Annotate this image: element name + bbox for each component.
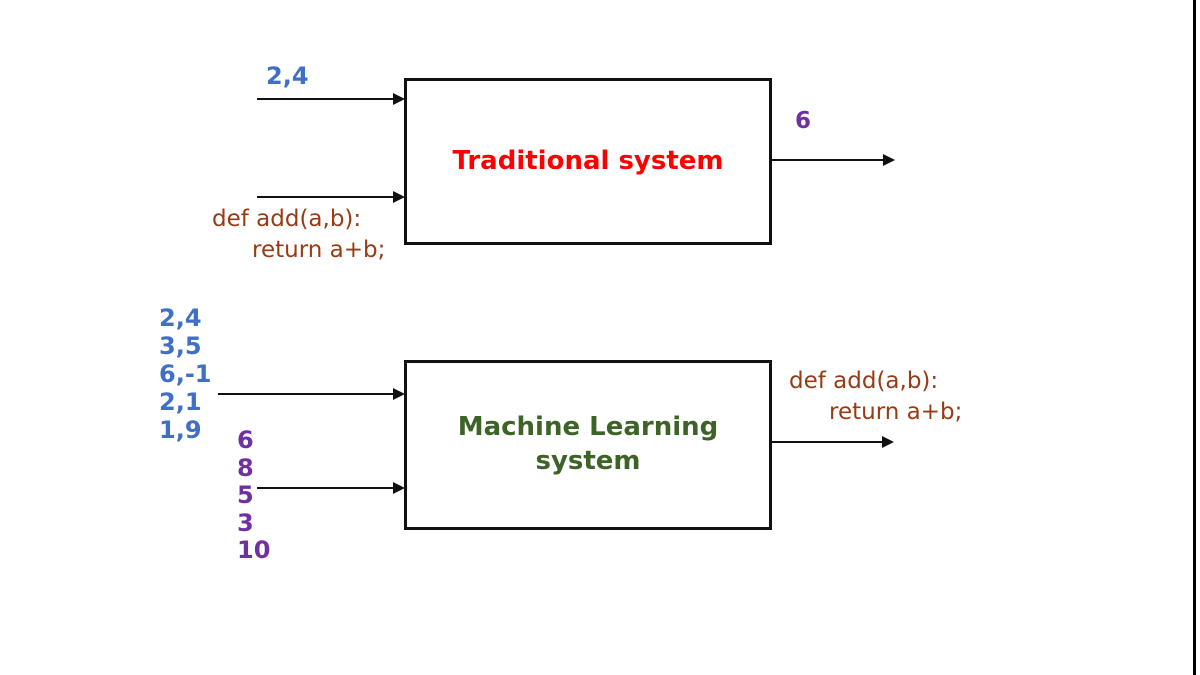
ml-input-pair: 3,5 (159, 332, 202, 360)
code-line: return a+b; (252, 237, 386, 263)
ml-system-box: Machine Learning system (404, 360, 772, 530)
ml-input-answer: 5 (237, 481, 254, 509)
traditional-system-title: Traditional system (452, 145, 724, 176)
traditional-output-arrow (772, 154, 895, 166)
ml-input-arrow-2 (257, 482, 405, 494)
traditional-program-input: def add(a,b): return a+b; (212, 204, 385, 266)
ml-input-pair: 2,1 (159, 388, 202, 416)
ml-input-answers-list: 6 8 5 3 10 (237, 426, 271, 565)
ml-input-answer: 3 (237, 508, 254, 537)
traditional-system-box: Traditional system (404, 78, 772, 245)
ml-system-title: Machine Learning system (457, 412, 719, 476)
ml-input-pair: 2,4 (159, 304, 202, 332)
code-line: def add(a,b): (212, 206, 362, 232)
code-line: def add(a,b): (789, 368, 939, 394)
ml-output-arrow (772, 436, 894, 448)
traditional-input-arrow-1 (257, 93, 405, 105)
ml-input-answer: 8 (237, 453, 254, 482)
right-border-line (1193, 0, 1196, 675)
ml-input-pair: 6,-1 (159, 360, 212, 388)
traditional-output-label: 6 (795, 108, 812, 134)
ml-input-arrow-1 (218, 388, 405, 400)
ml-input-pairs-list: 2,4 3,5 6,-1 2,1 1,9 (159, 304, 211, 444)
ml-input-answer: 6 (237, 426, 254, 454)
ml-input-pair: 1,9 (159, 416, 202, 444)
traditional-input-data-label: 2,4 (266, 62, 309, 90)
ml-input-answer: 10 (237, 536, 271, 564)
traditional-input-arrow-2 (257, 191, 405, 203)
code-line: return a+b; (829, 399, 963, 425)
ml-program-output: def add(a,b): return a+b; (789, 366, 962, 428)
